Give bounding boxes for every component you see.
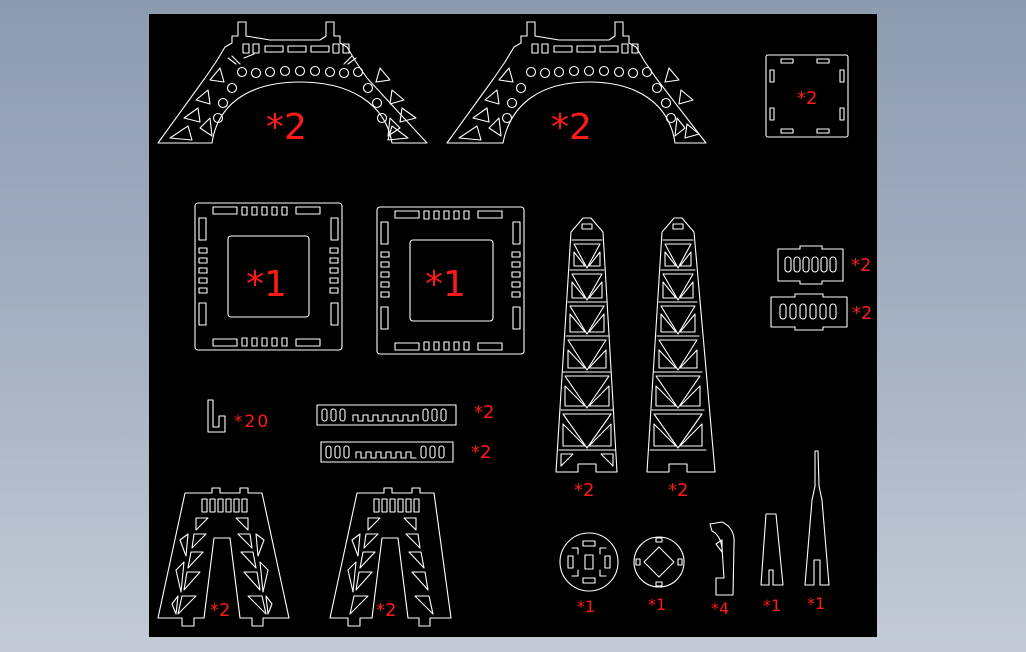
round-a-label: *1 [577, 597, 595, 616]
spire-short [760, 513, 784, 586]
connector-bottom [770, 293, 848, 331]
hook-piece [709, 521, 735, 596]
strip-bottom-label: *2 [471, 442, 491, 463]
arch-piece-right [446, 21, 707, 144]
clip-piece [207, 399, 226, 433]
drawing-canvas: *2 *2 *2 *1 *1 *2 *2 *20 *2 *2 *2 *2 *2 … [149, 14, 877, 637]
connector-bottom-label: *2 [852, 303, 872, 324]
round-b-label: *1 [648, 595, 666, 614]
tower-right-label: *2 [668, 480, 688, 501]
hook-label: *4 [711, 599, 729, 618]
tower-piece-left [555, 217, 618, 473]
strip-top [316, 404, 457, 426]
round-piece-a [559, 532, 619, 592]
clip-label: *20 [234, 412, 270, 432]
arch-right-label: *2 [551, 107, 592, 148]
leg-left-label: *2 [210, 600, 230, 621]
round-piece-b [633, 536, 685, 588]
small-square-label: *2 [797, 88, 817, 109]
spire-short-label: *1 [763, 596, 781, 615]
tower-left-label: *2 [574, 480, 594, 501]
spire-tall [804, 450, 830, 586]
connector-top [777, 245, 844, 285]
arch-piece-left [157, 21, 428, 144]
cad-drawing: *2 *2 *2 *1 *1 *2 *2 *20 *2 *2 *2 *2 *2 … [157, 21, 872, 627]
connector-top-label: *2 [851, 255, 871, 276]
small-square-plate [765, 54, 849, 138]
base-plate-left-label: *1 [246, 264, 287, 305]
leg-piece-left [157, 487, 290, 627]
strip-top-label: *2 [474, 402, 494, 423]
tower-piece-right [646, 217, 716, 473]
spire-tall-label: *1 [807, 594, 825, 613]
strip-bottom [320, 441, 454, 463]
base-plate-right-label: *1 [425, 264, 466, 305]
base-plate-left [194, 202, 343, 351]
base-plate-right [376, 206, 525, 355]
leg-piece-right [329, 487, 452, 627]
leg-right-label: *2 [376, 600, 396, 621]
arch-left-label: *2 [266, 107, 307, 148]
